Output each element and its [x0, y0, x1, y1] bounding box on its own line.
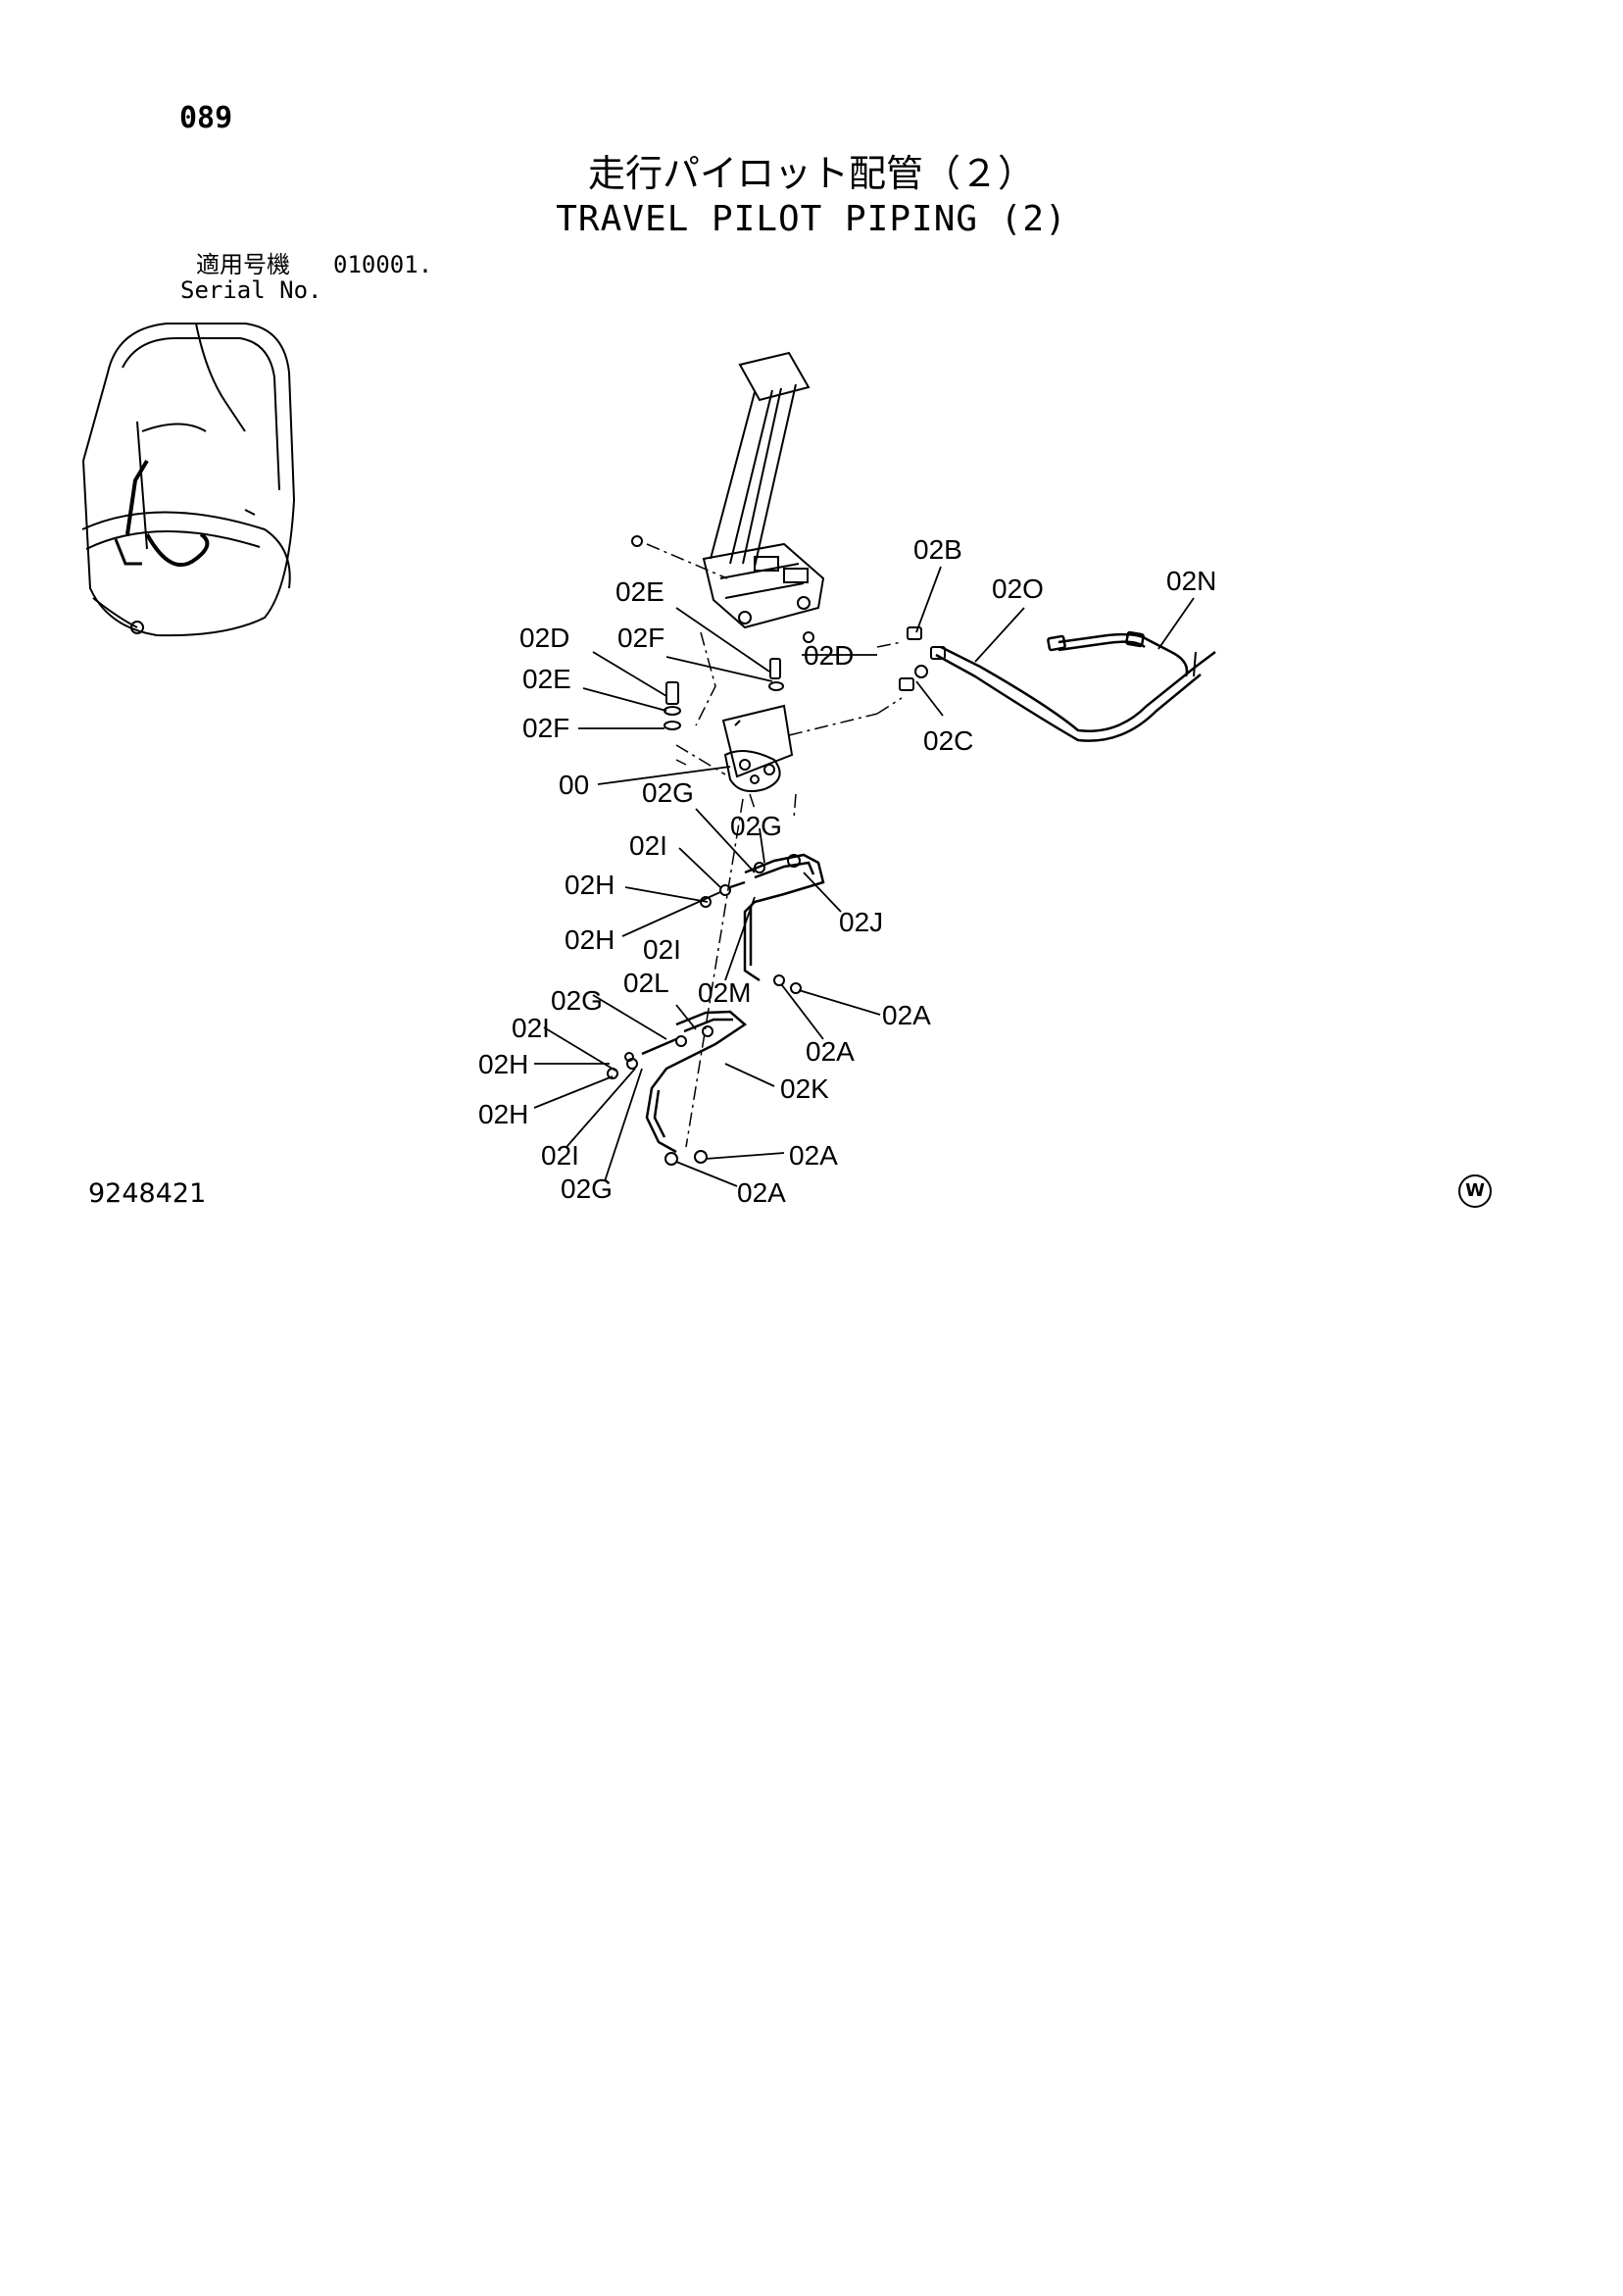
- callout-labels: 02B 02O 02N 02E 02D 02F 02D 02E 02F 02C …: [478, 534, 1216, 1208]
- pilot-hoses: [935, 630, 1216, 742]
- callout-02a: 02A: [737, 1177, 786, 1208]
- page-title-japanese: 走行パイロット配管（２）: [587, 152, 1035, 195]
- callout-02f: 02F: [522, 713, 569, 743]
- pilot-valve: [721, 704, 794, 792]
- callout-02e: 02E: [522, 664, 571, 694]
- callout-02l: 02L: [623, 968, 669, 998]
- serial-number-value: 010001.: [333, 251, 433, 278]
- serial-label-japanese: 適用号機: [196, 251, 290, 278]
- callout-02n: 02N: [1166, 566, 1216, 596]
- callout-02i: 02I: [512, 1013, 550, 1043]
- callout-02h: 02H: [565, 924, 615, 955]
- callout-02h: 02H: [478, 1099, 528, 1129]
- callout-02b: 02B: [913, 534, 962, 565]
- callout-02d: 02D: [519, 623, 569, 653]
- callout-02d: 02D: [804, 640, 854, 671]
- serial-label-english: Serial No.: [180, 276, 322, 304]
- callout-02e: 02E: [615, 576, 664, 607]
- callout-02i: 02I: [643, 934, 681, 965]
- callout-02g: 02G: [730, 811, 782, 841]
- w-circle-mark: W: [1458, 1174, 1492, 1208]
- assembly-centerlines: [646, 543, 903, 1148]
- callout-02a: 02A: [806, 1036, 855, 1067]
- callout-02m: 02M: [698, 977, 751, 1008]
- callout-02o: 02O: [992, 574, 1044, 604]
- callout-02a: 02A: [882, 1000, 931, 1030]
- callout-02h: 02H: [565, 870, 615, 900]
- callout-02g: 02G: [642, 777, 694, 808]
- leader-lines: [533, 566, 1195, 1187]
- callout-02k: 02K: [780, 1073, 829, 1104]
- pilot-tubes-upper: [729, 853, 825, 982]
- pilot-tubes-lower: [641, 1010, 748, 1154]
- callout-02a: 02A: [789, 1140, 838, 1171]
- callout-00: 00: [559, 770, 589, 800]
- document-id: 9248421: [88, 1178, 207, 1209]
- callout-02i: 02I: [541, 1140, 579, 1171]
- callout-02i: 02I: [629, 830, 667, 861]
- location-inset-drawing: [81, 323, 296, 637]
- page-number: 089: [179, 101, 233, 135]
- callout-02g: 02G: [561, 1173, 613, 1204]
- callout-02h: 02H: [478, 1049, 528, 1079]
- callout-02j: 02J: [839, 907, 883, 937]
- callout-02g: 02G: [551, 985, 603, 1016]
- callout-02f: 02F: [617, 623, 664, 653]
- travel-pedal-assembly: [631, 351, 825, 643]
- page-title-english: TRAVEL PILOT PIPING (2): [556, 199, 1067, 239]
- callout-02c: 02C: [923, 725, 973, 756]
